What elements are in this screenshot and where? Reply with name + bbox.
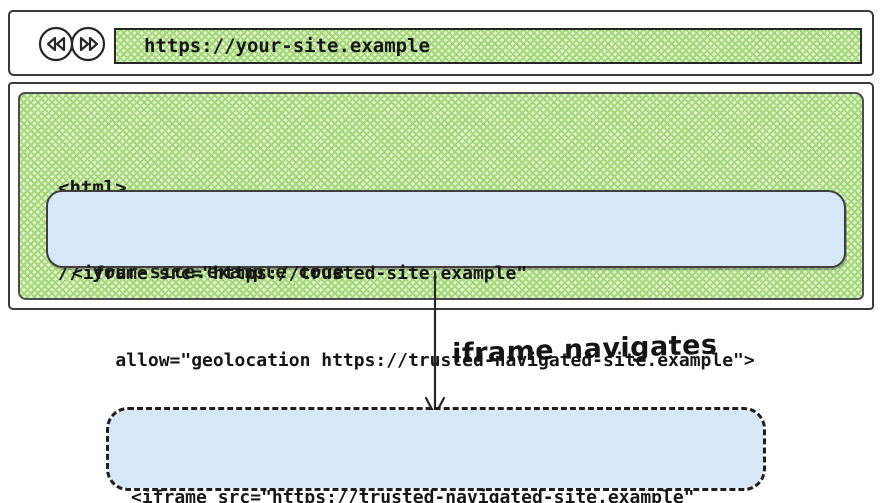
url-text: https://your-site.example: [144, 35, 430, 57]
forward-button[interactable]: [70, 26, 106, 62]
nav-buttons: [38, 26, 106, 62]
navigation-arrow: [424, 270, 446, 417]
url-bar[interactable]: https://your-site.example: [114, 28, 862, 64]
navigated-iframe-code: <iframe src="https://trusted-navigated-s…: [131, 425, 695, 503]
navigated-iframe-src-line: <iframe src="https://trusted-navigated-s…: [131, 487, 695, 503]
rewind-icon: [46, 36, 66, 52]
back-button[interactable]: [38, 26, 74, 62]
iframe-src-line: <iframe src="https://trusted-site.exampl…: [72, 263, 528, 284]
iframe-allow-line: allow="geolocation https://trusted-navig…: [72, 350, 755, 371]
page-background: <html> // your-site.example code <iframe…: [18, 92, 864, 371]
fast-forward-icon: [79, 36, 99, 52]
iframe-code-box: <iframe src="https://trusted-site.exampl…: [46, 190, 846, 371]
iframe-code: <iframe src="https://trusted-site.exampl…: [72, 201, 755, 433]
browser-viewport: <html> // your-site.example code <iframe…: [8, 82, 874, 371]
navigated-iframe-box: <iframe src="https://trusted-navigated-s…: [106, 407, 766, 503]
browser-toolbar: https://your-site.example: [8, 10, 874, 76]
